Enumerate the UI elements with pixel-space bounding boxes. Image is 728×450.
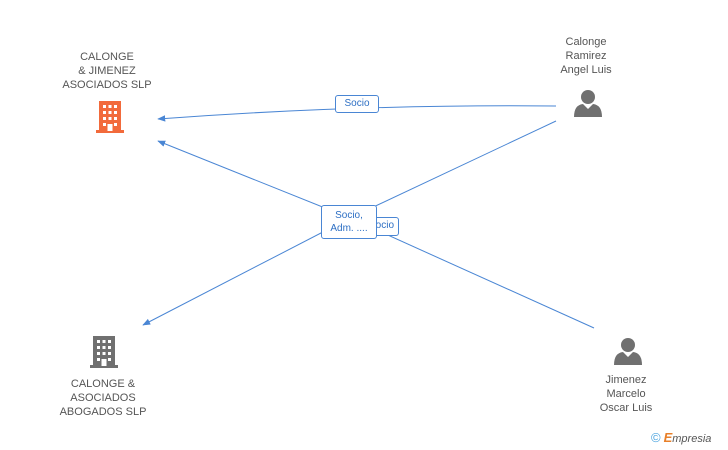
person-icon (614, 338, 642, 365)
empresia-logo-e: E (663, 430, 673, 445)
edge-hub-to-calonge-jimenez (157, 140, 351, 219)
edge-jimenez-to-hub (349, 217, 595, 329)
node-label-line: Ramirez (565, 50, 607, 62)
node-label-line: Angel Luis (560, 64, 612, 76)
node-label-calonge-ramirez[interactable]: Calonge Ramirez Angel Luis (536, 35, 636, 77)
node-label-line: ASOCIADOS (70, 392, 136, 404)
node-label-line: ASOCIADOS SLP (62, 79, 152, 91)
copyright-icon: © (651, 430, 661, 445)
edge-label-line: Adm. .... (330, 223, 368, 234)
person-icon (574, 90, 602, 117)
edge-ramirez-to-hub (349, 120, 557, 219)
empresia-watermark: ©Empresia (651, 430, 711, 445)
node-label-line: Oscar Luis (599, 402, 653, 414)
node-label-line: & JIMENEZ (78, 65, 136, 77)
node-label-line: Jimenez (605, 374, 647, 386)
edge-hub-to-calonge-asociados (142, 217, 351, 326)
building-icon (96, 101, 124, 133)
node-label-calonge-jimenez[interactable]: CALONGE & JIMENEZ ASOCIADOS SLP (47, 50, 167, 92)
node-label-line: Marcelo (606, 388, 646, 400)
edge-label-line: Socio, (335, 210, 363, 221)
node-label-line: CALONGE & (70, 378, 136, 390)
node-label-jimenez-marcelo[interactable]: Jimenez Marcelo Oscar Luis (576, 373, 676, 415)
edge-label-socio-adm[interactable]: Socio, Adm. .... (321, 205, 377, 239)
empresia-logo-text: mpresia (672, 433, 712, 445)
edge-label-text: Socio (368, 220, 394, 231)
node-label-line: Calonge (565, 36, 607, 48)
edge-label-socio-top[interactable]: Socio (335, 95, 379, 113)
building-icon (90, 336, 118, 368)
node-label-calonge-asociados[interactable]: CALONGE & ASOCIADOS ABOGADOS SLP (43, 377, 163, 419)
node-label-line: CALONGE (80, 51, 134, 63)
node-label-line: ABOGADOS SLP (59, 406, 147, 418)
